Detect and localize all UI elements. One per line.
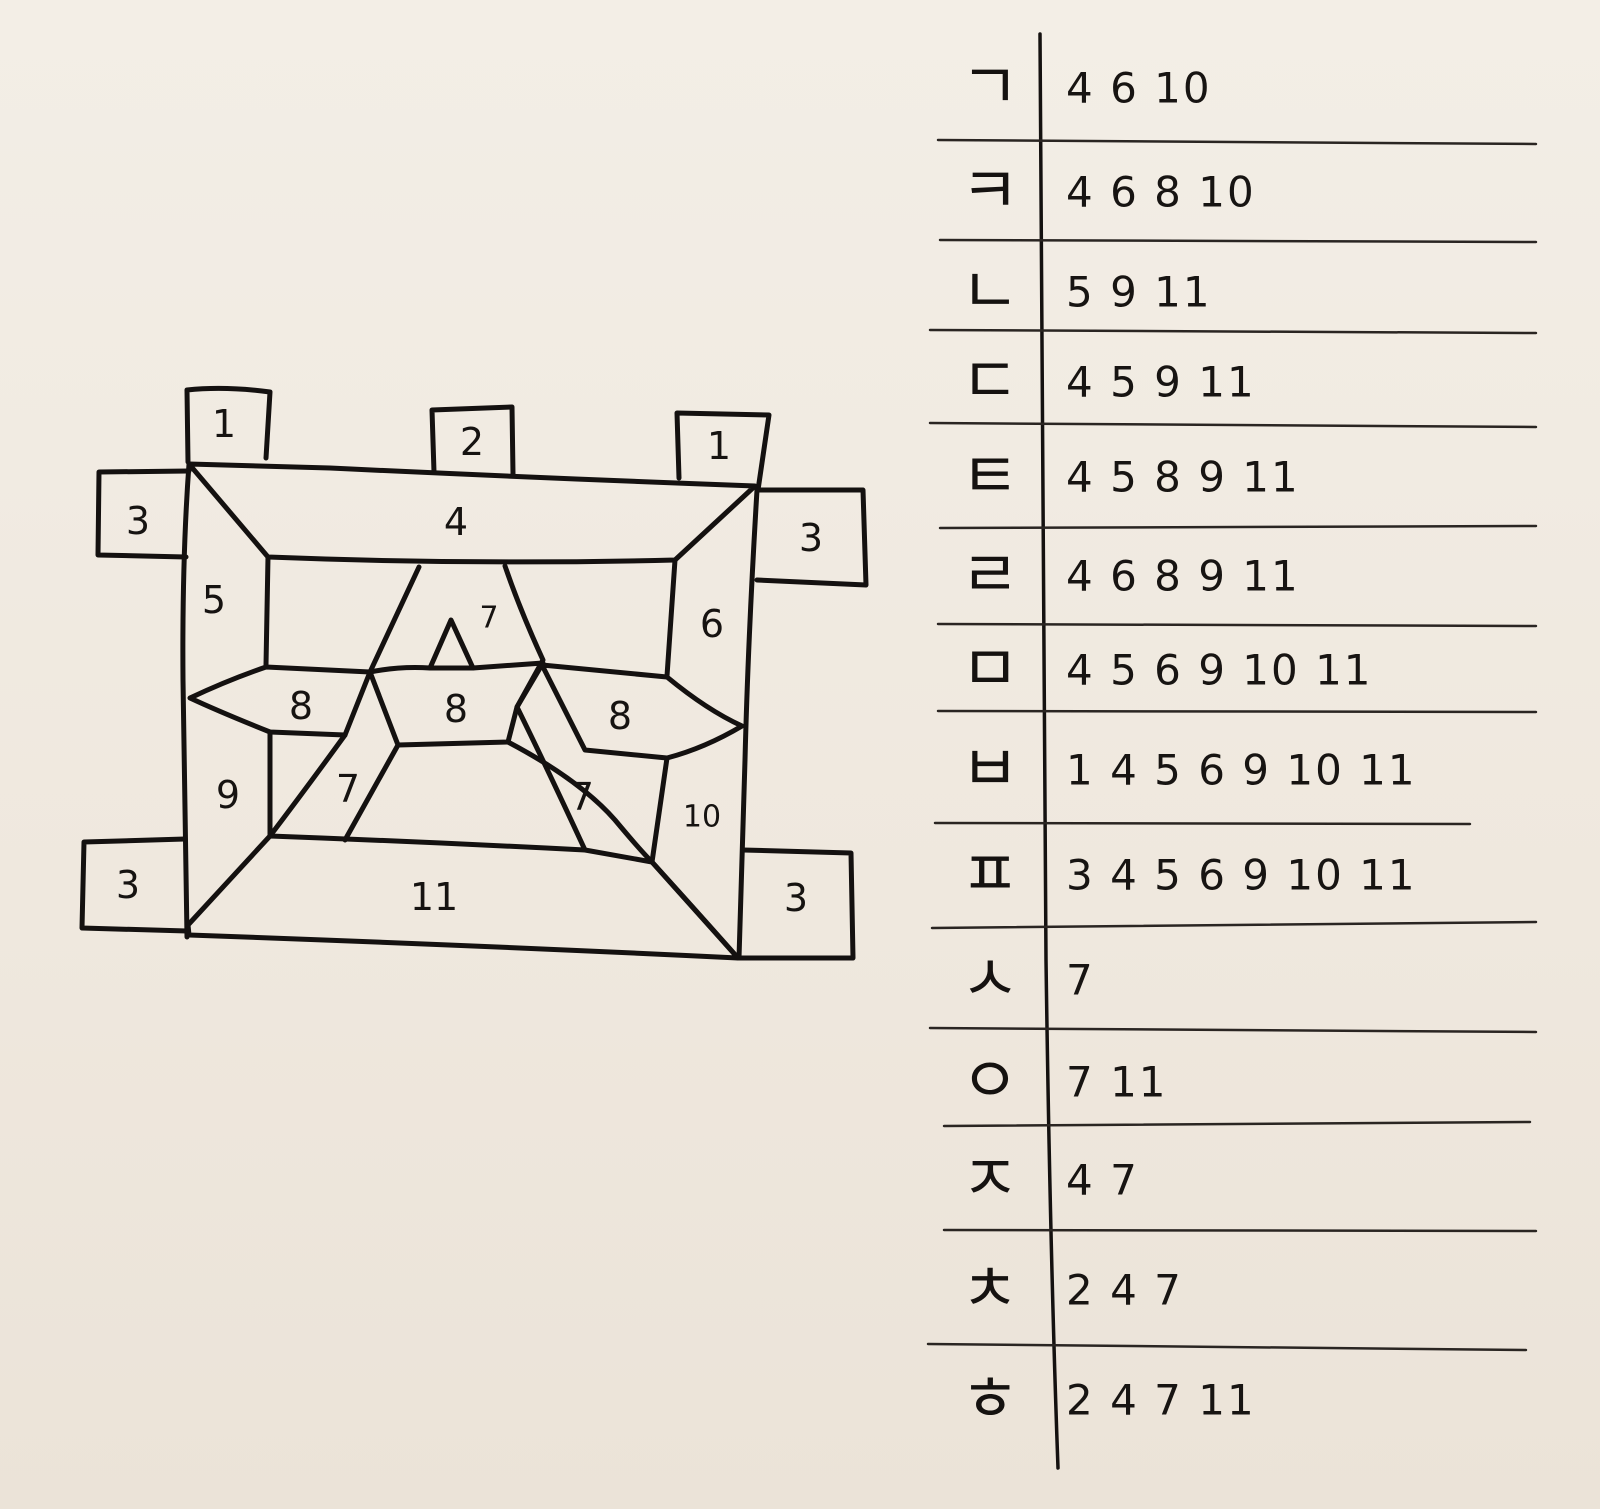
label-piece-8-left: 8	[289, 684, 313, 728]
label-piece-2: 2	[460, 420, 484, 464]
piece-outline-3-top-left	[95, 468, 192, 560]
row-piece-numbers: 4 5 9 11	[1066, 358, 1256, 407]
row-separator-8	[933, 821, 1472, 826]
row-piece-numbers: 7	[1066, 956, 1095, 1005]
row-piece-numbers: 4 6 10	[1066, 64, 1212, 113]
row-piece-numbers: 2 4 7	[1066, 1266, 1183, 1315]
table-rows: ㄱ 4 6 10 ㅋ 4 6 8 10 ㄴ 5 9 11 ㄷ 4 5 9 11 ㅌ 4 5 8 9…	[961, 51, 1417, 1437]
piece-outline-3-top-right	[754, 487, 869, 588]
row-letter: ㅅ	[961, 943, 1020, 1017]
row-letter: ㄱ	[961, 51, 1020, 125]
label-piece-5: 5	[202, 578, 226, 622]
label-piece-3-bottom-left: 3	[116, 863, 140, 907]
row-separator-4	[928, 421, 1538, 429]
piece-outline-2	[429, 404, 516, 477]
row-letter: ㅌ	[961, 440, 1020, 514]
frame-left	[180, 461, 192, 940]
label-piece-10: 10	[683, 800, 721, 835]
piece-outline-4	[186, 461, 758, 565]
label-piece-4: 4	[444, 500, 468, 544]
row-separator-10	[928, 1026, 1538, 1034]
row-piece-numbers: 4 6 8 9 11	[1066, 552, 1300, 601]
row-piece-numbers: 1 4 5 6 9 10 11	[1066, 746, 1417, 795]
label-piece-3-bottom-right: 3	[784, 876, 808, 920]
piece-outline-7-top	[342, 564, 422, 843]
row-letter: ㄹ	[961, 539, 1020, 613]
label-piece-6: 6	[700, 602, 724, 646]
row-piece-numbers: 4 5 8 9 11	[1066, 453, 1300, 502]
row-piece-numbers: 4 6 8 10	[1066, 168, 1256, 217]
label-piece-9: 9	[216, 773, 240, 817]
piece-outline-8-left	[187, 664, 373, 738]
row-separator-1	[936, 138, 1538, 146]
piece-outline-5	[263, 554, 271, 668]
piece-outline-triangle	[427, 617, 476, 671]
piece-outline-10	[649, 755, 670, 865]
piece-outline-1-left	[184, 385, 273, 465]
row-separator-5	[938, 524, 1538, 530]
row-separator-3	[928, 328, 1538, 335]
piece-outline-6	[664, 557, 678, 679]
row-letter: ㅊ	[961, 1253, 1020, 1327]
label-piece-3-top-left: 3	[126, 499, 150, 543]
label-piece-8-right: 8	[608, 694, 632, 738]
label-piece-1-right: 1	[707, 424, 731, 468]
row-letter: ㅈ	[961, 1143, 1020, 1217]
row-separator-2	[938, 238, 1538, 244]
row-piece-numbers: 4 7	[1066, 1156, 1139, 1205]
row-letter: ㅂ	[961, 733, 1020, 807]
row-separator-12	[942, 1228, 1538, 1233]
piece-outline-3-bottom-left	[79, 836, 190, 934]
label-piece-7-top: 7	[479, 601, 498, 636]
label-piece-11: 11	[410, 875, 458, 919]
piece-outline-1-right	[674, 410, 772, 493]
row-letter: ㅇ	[961, 1045, 1020, 1119]
label-piece-7-right: 7	[570, 775, 594, 819]
puzzle-diagram: 1 2 1 3 4 3 5 7 6 8 8 8 9 7 7 10 3 11 3	[79, 385, 869, 961]
label-piece-3-top-right: 3	[799, 516, 823, 560]
piece-outline-7-left	[267, 732, 348, 839]
piece-outline-8-right	[539, 662, 745, 761]
row-piece-numbers: 5 9 11	[1066, 268, 1212, 317]
row-letter: ㅁ	[961, 633, 1020, 707]
row-piece-numbers: 3 4 5 6 9 10 11	[1066, 851, 1417, 900]
table-divider	[1038, 32, 1060, 1470]
label-piece-7-left: 7	[336, 767, 360, 811]
piece-outline-11	[185, 833, 741, 961]
letter-table: ㄱ 4 6 10 ㅋ 4 6 8 10 ㄴ 5 9 11 ㄷ 4 5 9 11 ㅌ 4 5 8 9…	[926, 32, 1538, 1470]
label-piece-1-left: 1	[212, 402, 236, 446]
row-letter: ㄷ	[961, 345, 1020, 419]
row-piece-numbers: 4 5 6 9 10 11	[1066, 646, 1373, 695]
row-separator-7	[936, 709, 1538, 714]
row-letter: ㄴ	[961, 255, 1020, 329]
row-piece-numbers: 2 4 7 11	[1066, 1376, 1256, 1425]
row-separator-9	[930, 920, 1538, 930]
row-letter: ㅍ	[961, 838, 1020, 912]
frame-right	[736, 487, 760, 961]
row-piece-numbers: 7 11	[1066, 1058, 1168, 1107]
row-letter: ㅎ	[961, 1363, 1020, 1437]
piece-outline-3-bottom-right	[735, 847, 856, 961]
row-separator-13	[926, 1342, 1528, 1352]
label-piece-8-center: 8	[444, 687, 468, 731]
row-separator-6	[936, 622, 1538, 628]
row-letter: ㅋ	[961, 155, 1020, 229]
row-separator-11	[942, 1120, 1532, 1128]
piece-outline-8-center	[367, 660, 546, 748]
